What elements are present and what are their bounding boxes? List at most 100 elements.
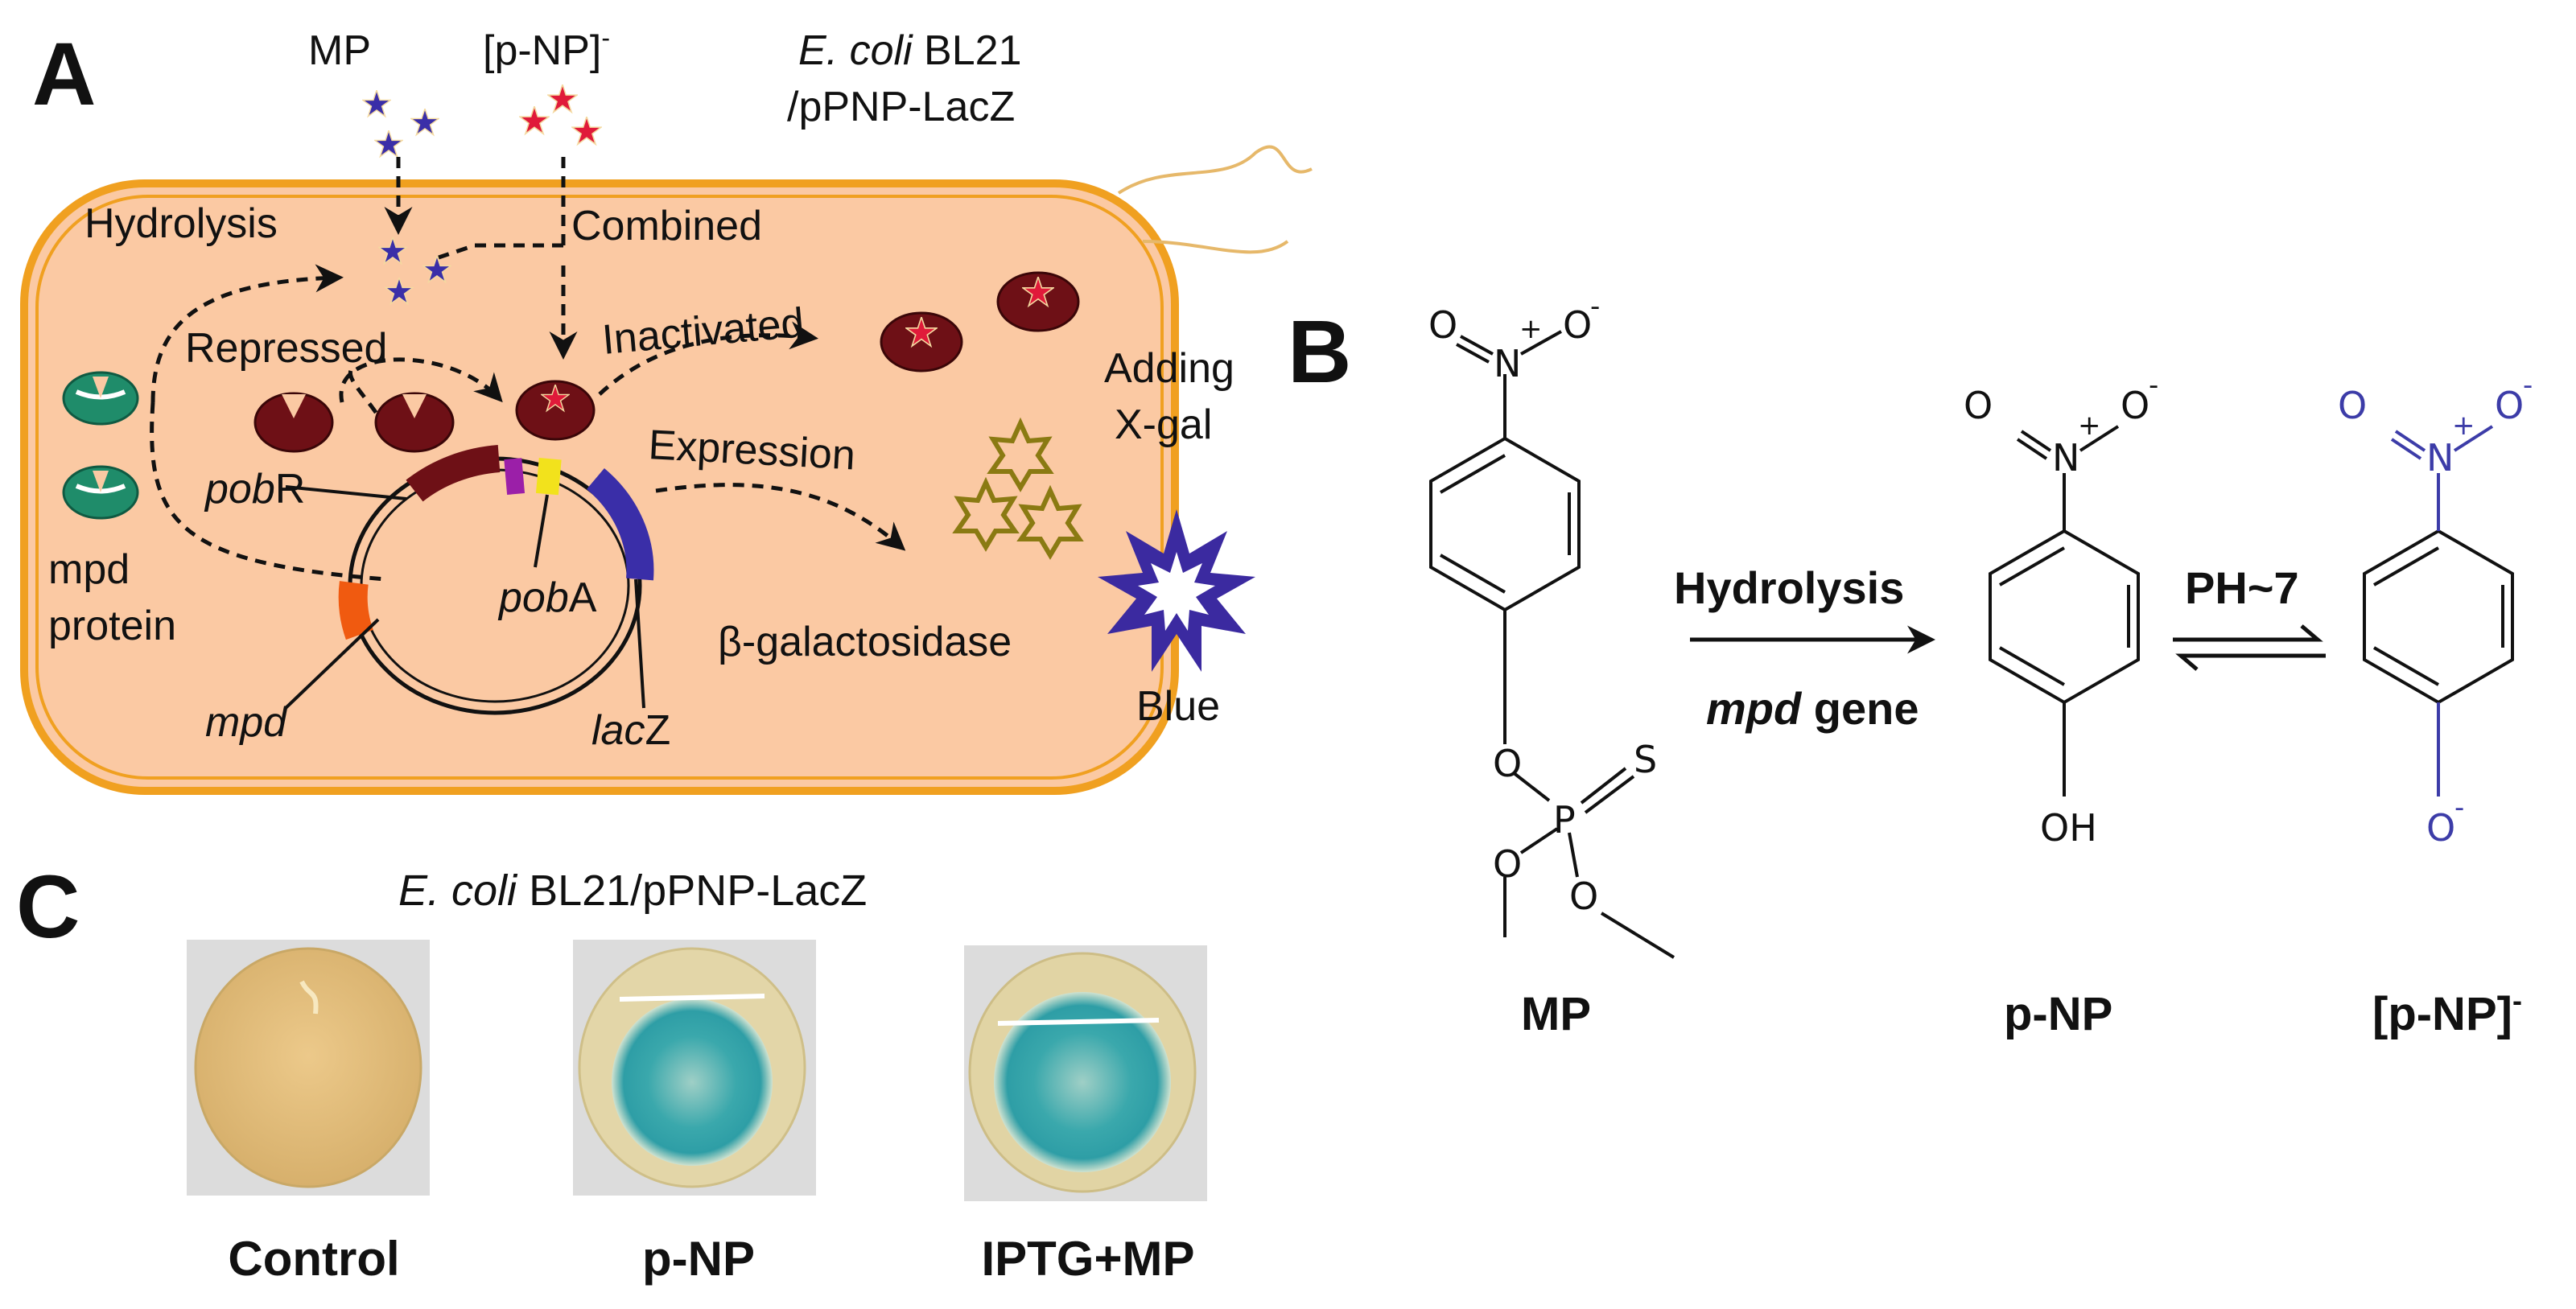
- beta-gal-label: β-galactosidase: [718, 619, 1012, 665]
- lacz-label: lacZ: [591, 707, 670, 754]
- colony-control: [187, 940, 430, 1196]
- pnp-ion-label: [p-NP]-: [483, 23, 610, 74]
- repressed-label: Repressed: [185, 325, 387, 372]
- repressed-return: [348, 364, 397, 447]
- svg-text:+: +: [2078, 410, 2101, 442]
- svg-text:N: N: [2052, 436, 2079, 480]
- repressor-icon: [374, 392, 455, 453]
- svg-text:+: +: [1519, 313, 1543, 345]
- svg-text:N: N: [2426, 436, 2454, 480]
- pnp-star-icon: [548, 84, 577, 112]
- colony-iptg-mp: [964, 945, 1207, 1201]
- svg-text:-: -: [1590, 290, 1600, 323]
- strain-label: E. coli BL21: [798, 27, 1022, 74]
- repressor-bound-icon: [515, 380, 596, 441]
- mp-structure: O N + O - O P S O O: [1428, 290, 1675, 959]
- pobr-leader-line: [285, 485, 407, 500]
- hydrolysis-reaction-label: Hydrolysis: [1674, 562, 1904, 613]
- expression-label: Expression: [647, 422, 856, 479]
- cell-inner-membrane: [35, 195, 1164, 780]
- mpd-gene-segment: [338, 581, 373, 640]
- svg-text:-: -: [2523, 369, 2533, 401]
- flagellum: [1142, 240, 1289, 254]
- mp-label: MP: [308, 27, 371, 74]
- poba-leader-line: [534, 494, 549, 568]
- panel-a-letter: A: [32, 25, 96, 124]
- svg-text:+: +: [2452, 410, 2475, 442]
- inactivated-arrow: [598, 321, 818, 396]
- mpd-gene-reaction-label: mpd gene: [1706, 683, 1919, 734]
- promoter-segment: [504, 458, 526, 495]
- beta-gal-icon: [952, 476, 1020, 552]
- colony-label-pnp: p-NP: [642, 1232, 755, 1286]
- panel-c-title: E. coli BL21/pPNP-LacZ: [398, 866, 867, 915]
- mpd-leader-line: [284, 618, 380, 710]
- mp-star-icon: [363, 90, 390, 117]
- mp-structure-label: MP: [1521, 988, 1591, 1040]
- poba-label: pobA: [497, 574, 597, 621]
- plasmid-label: /pPNP-LacZ: [787, 84, 1015, 130]
- pnp-star-icon: [572, 117, 601, 144]
- svg-text:P: P: [1553, 798, 1576, 842]
- repressor-icon: [253, 392, 334, 453]
- mp-star-icon: [411, 109, 439, 135]
- svg-text:OH: OH: [2040, 806, 2097, 850]
- combined-line: [438, 243, 563, 260]
- pnp-ion-structure: O N + O - O -: [2338, 369, 2533, 850]
- xgal-label: X-gal: [1115, 401, 1212, 448]
- combined-label: Combined: [571, 203, 762, 249]
- beta-gal-icon: [987, 417, 1054, 492]
- adding-label: Adding: [1104, 345, 1234, 392]
- ph-label: PH~7: [2185, 562, 2299, 613]
- svg-text:N: N: [1494, 342, 1521, 385]
- repressor-inactivated-icon: [996, 271, 1080, 332]
- mp-star-cluster-outside: [363, 90, 439, 157]
- panel-b-letter: B: [1288, 303, 1351, 401]
- pnp-ion-structure-label: [p-NP]-: [2372, 984, 2522, 1040]
- blue-product-center: [1138, 552, 1215, 631]
- panel-c-letter: C: [16, 858, 80, 957]
- svg-text:-: -: [2454, 792, 2464, 824]
- pnp-structure-label: p-NP: [2004, 988, 2112, 1040]
- mpd-protein-icon: [62, 371, 139, 426]
- svg-text:O: O: [2338, 384, 2367, 427]
- panel-a: A MP [p-NP]- E. coli BL21 /pPNP-LacZ: [20, 23, 1313, 795]
- blue-label: Blue: [1136, 683, 1220, 730]
- operator-segment: [535, 458, 562, 496]
- svg-text:O: O: [2426, 806, 2455, 850]
- pnp-star-cluster-outside: [520, 84, 601, 144]
- svg-text:S: S: [1634, 738, 1657, 781]
- svg-text:O: O: [2121, 384, 2149, 427]
- mpd-protein-label-2: protein: [48, 603, 176, 649]
- mpd-protein-line: [150, 401, 387, 582]
- lacz-gene-segment: [586, 467, 654, 581]
- mp-star-icon: [375, 130, 402, 157]
- pnp-structure: O N + O - OH: [1964, 369, 2158, 850]
- pnp-star-icon: [520, 106, 549, 134]
- mpd-protein-label-1: mpd: [48, 546, 130, 593]
- mpd-gene-label: mpd: [205, 699, 288, 746]
- equilibrium-arrow: [2173, 624, 2326, 671]
- mpd-protein-icon: [62, 465, 139, 520]
- flagellum: [1117, 145, 1313, 195]
- pobr-gene-segment: [406, 445, 501, 502]
- svg-text:O: O: [1563, 303, 1592, 347]
- repressor-inactivated-icon: [880, 311, 963, 373]
- colony-label-iptg-mp: IPTG+MP: [981, 1232, 1194, 1286]
- beta-gal-icon: [1016, 484, 1084, 560]
- colony-label-control: Control: [228, 1232, 399, 1286]
- hydrolysis-arrow: [150, 264, 344, 403]
- svg-text:O: O: [1569, 875, 1598, 918]
- expression-arrow: [655, 483, 906, 551]
- svg-text:O: O: [1964, 384, 1993, 427]
- panel-c: C E. coli BL21/pPNP-LacZ Control p-NP IP…: [16, 858, 1207, 1286]
- lacz-leader-line: [634, 578, 645, 709]
- colony-pnp: [573, 940, 816, 1196]
- svg-text:O: O: [2495, 384, 2524, 427]
- svg-text:-: -: [2149, 369, 2158, 401]
- beta-gal-cluster: [952, 417, 1084, 560]
- svg-text:O: O: [1493, 742, 1522, 785]
- plasmid: [338, 445, 654, 715]
- svg-text:O: O: [1428, 303, 1457, 347]
